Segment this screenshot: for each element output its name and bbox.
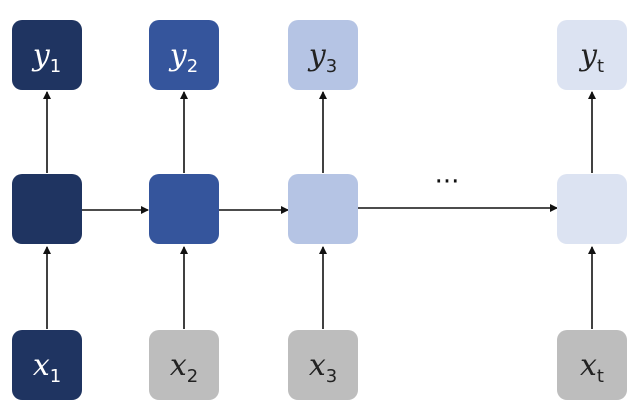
output-node-y3: y3	[288, 20, 358, 90]
ellipsis: ···	[435, 167, 460, 197]
hidden-node-3	[288, 174, 358, 244]
output-label-y2: y	[168, 38, 188, 73]
output-node-yt: yt	[557, 20, 627, 90]
input-node-x2: x2	[149, 330, 219, 400]
input-node-xt: xt	[557, 330, 627, 400]
hidden-node-2	[149, 174, 219, 244]
svg-text:x1: x1	[33, 348, 61, 387]
output-node-y2: y2	[149, 20, 219, 90]
input-node-x1: x1	[12, 330, 82, 400]
svg-text:x2: x2	[170, 348, 198, 387]
hidden-node-1	[12, 174, 82, 244]
input-node-x3: x3	[288, 330, 358, 400]
output-node-y1: y1	[12, 20, 82, 90]
svg-text:xt: xt	[580, 348, 604, 387]
svg-text:y1: y1	[31, 38, 61, 77]
input-label-x3: x	[309, 348, 326, 383]
output-label-yt: y	[578, 38, 598, 73]
input-label-xt: x	[580, 348, 597, 383]
svg-text:yt: yt	[578, 38, 604, 77]
hidden-node-t	[557, 174, 627, 244]
input-label-x2: x	[170, 348, 187, 383]
svg-text:y3: y3	[307, 38, 337, 77]
svg-text:x3: x3	[309, 348, 337, 387]
output-label-y1: y	[31, 38, 51, 73]
svg-text:y2: y2	[168, 38, 198, 77]
input-label-x1: x	[33, 348, 50, 383]
output-label-y3: y	[307, 38, 327, 73]
